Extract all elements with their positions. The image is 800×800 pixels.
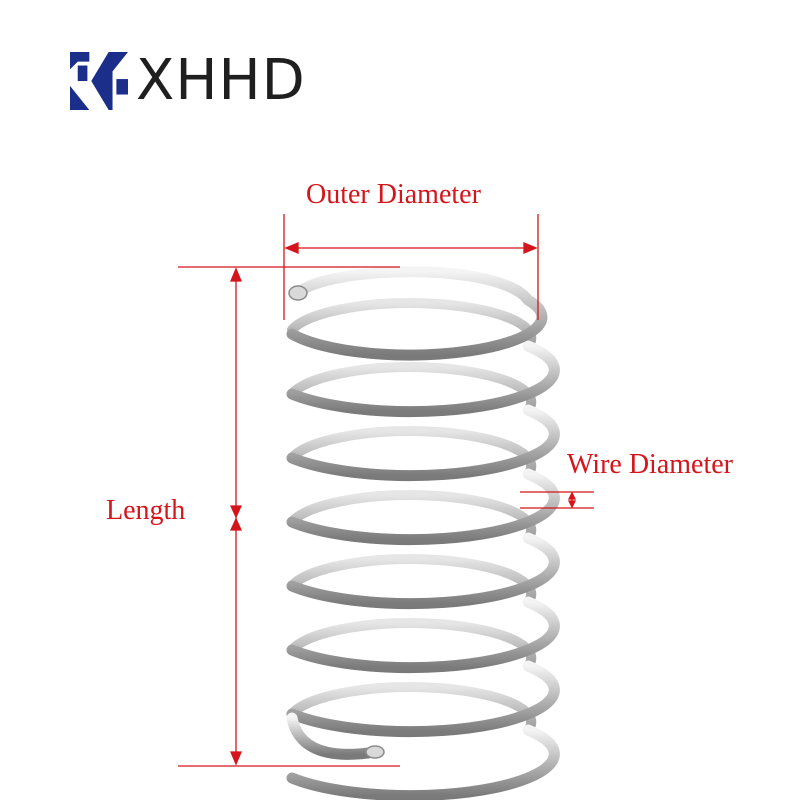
spring-coil-front bbox=[286, 660, 560, 738]
length-label: Length bbox=[106, 495, 186, 526]
outer-diameter-arrow-right bbox=[523, 242, 538, 254]
spring-coil-front bbox=[286, 340, 560, 418]
length-arrow-mid-down bbox=[229, 505, 243, 519]
length-arrow-bottom bbox=[230, 751, 242, 766]
spring-coil-front bbox=[286, 404, 560, 482]
spring-coil-front bbox=[286, 532, 560, 610]
brand-name: XHHD bbox=[136, 48, 306, 113]
spring-end-tip-bottom bbox=[365, 745, 385, 759]
spring-top-end-coil bbox=[286, 266, 548, 361]
compression-spring bbox=[286, 266, 560, 800]
outer-diameter-label: Outer Diameter bbox=[306, 179, 481, 210]
brand-logo: XHHD bbox=[70, 52, 306, 110]
spring-coil-front bbox=[286, 596, 560, 674]
spring-coil-front bbox=[286, 724, 560, 800]
length-arrow-top bbox=[230, 267, 242, 282]
length-dimension bbox=[178, 266, 400, 767]
length-arrow-mid-up bbox=[229, 517, 243, 531]
wire-diameter-dimension bbox=[520, 491, 594, 509]
outer-diameter-arrow-left bbox=[284, 242, 299, 254]
wire-diameter-label: Wire Diameter bbox=[567, 449, 734, 480]
wire-diameter-arrow-top bbox=[567, 491, 577, 500]
outer-diameter-dimension bbox=[283, 214, 539, 320]
spring-coil-back bbox=[287, 298, 537, 351]
wire-diameter-arrow-bottom bbox=[567, 500, 577, 509]
xhhd-logo-icon bbox=[70, 52, 128, 110]
spring-end-tip-top bbox=[288, 285, 308, 301]
